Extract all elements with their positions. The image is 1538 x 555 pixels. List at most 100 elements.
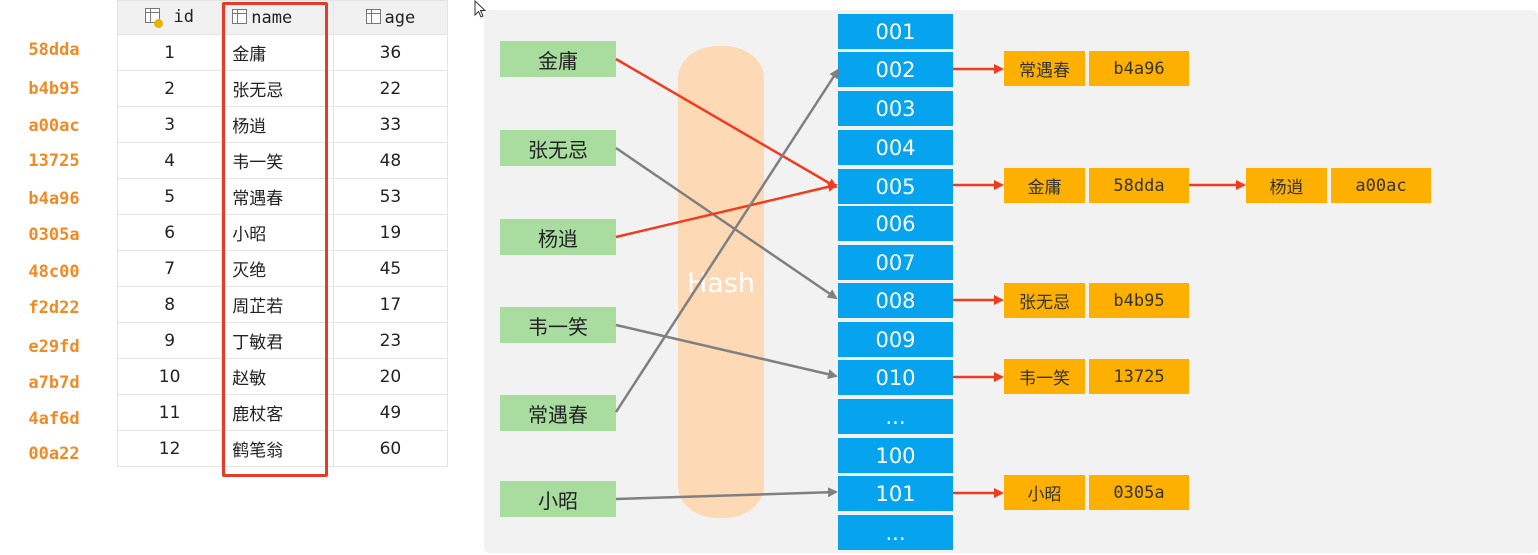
cell-name: 金庸: [221, 34, 334, 71]
name-column-highlight: [222, 2, 328, 477]
entry-hash: 0305a: [1089, 475, 1189, 510]
cell-id: 12: [116, 430, 223, 467]
cell-id: 6: [116, 214, 223, 251]
entry-name: 常遇春: [1004, 51, 1085, 86]
bucket-slot: 005: [838, 169, 953, 204]
cursor-icon: [474, 0, 487, 18]
entry-hash: 58dda: [1089, 168, 1189, 203]
cell-name: 韦一笑: [221, 142, 334, 179]
cell-age: 23: [332, 322, 449, 359]
row-hash-label: 0305a: [28, 225, 80, 245]
cell-name: 丁敏君: [221, 322, 334, 359]
cell-name: 灭绝: [221, 250, 334, 287]
entry-hash: a00ac: [1331, 168, 1431, 203]
bucket-slot: 009: [838, 322, 953, 357]
row-hash-label: 00a22: [28, 444, 80, 464]
cell-age: 36: [332, 34, 449, 71]
cell-name: 周芷若: [221, 286, 334, 323]
key-box: 杨逍: [500, 219, 616, 255]
map-arrow: [615, 323, 838, 380]
bucket-slot: 010: [838, 360, 953, 395]
hash-diagram-panel: [484, 10, 1538, 553]
cell-id: 1: [116, 34, 223, 71]
key-box: 常遇春: [500, 395, 616, 431]
map-arrow: [615, 146, 838, 300]
bucket-slot: ...: [838, 399, 953, 434]
key-box: 小昭: [500, 481, 616, 517]
cell-id: 10: [116, 358, 223, 395]
cell-age: 22: [332, 70, 449, 107]
cell-name: 小昭: [221, 214, 334, 251]
cell-id: 2: [116, 70, 223, 107]
entry-hash: b4b95: [1089, 283, 1189, 318]
column-header-age[interactable]: age: [332, 0, 449, 35]
bucket-slot: ...: [838, 515, 953, 550]
row-hash-label: 48c00: [28, 262, 80, 282]
entry-name: 金庸: [1004, 168, 1085, 203]
bucket-slot: 004: [838, 130, 953, 165]
cell-age: 20: [332, 358, 449, 395]
key-box: 金庸: [500, 41, 616, 77]
cell-age: 60: [332, 430, 449, 467]
bucket-slot: 006: [838, 206, 953, 241]
cell-name: 赵敏: [221, 358, 334, 395]
row-hash-label: a7b7d: [28, 373, 80, 393]
row-hash-label: 58dda: [28, 40, 80, 60]
key-box: 张无忌: [500, 130, 616, 166]
cell-age: 33: [332, 106, 449, 143]
primary-key-icon: [154, 19, 164, 28]
bucket-slot: 001: [838, 14, 953, 49]
header-label: name: [251, 7, 293, 28]
header-label: age: [384, 7, 416, 28]
bucket-slot: 002: [838, 52, 953, 87]
entry-name: 小昭: [1004, 475, 1085, 510]
row-hash-label: b4a96: [28, 189, 80, 209]
cell-age: 48: [332, 142, 449, 179]
row-hash-label: a00ac: [28, 116, 80, 136]
bucket-slot: 007: [838, 245, 953, 280]
map-arrow: [615, 487, 838, 501]
entry-name: 韦一笑: [1004, 359, 1085, 394]
column-header-id[interactable]: id: [116, 0, 223, 35]
bucket-slot: 008: [838, 283, 953, 318]
column-icon: [232, 8, 248, 24]
hash-function-band: [678, 46, 764, 518]
entry-name: 杨逍: [1246, 168, 1327, 203]
map-arrow: [615, 181, 838, 239]
cell-age: 53: [332, 178, 449, 215]
bucket-slot: 100: [838, 438, 953, 473]
cell-name: 杨逍: [221, 106, 334, 143]
key-box: 韦一笑: [500, 307, 616, 343]
map-arrow: [615, 57, 838, 189]
row-hash-label: f2d22: [28, 298, 80, 318]
row-hash-label: b4b95: [28, 79, 80, 99]
bucket-slot: 101: [838, 476, 953, 511]
entry-hash: 13725: [1089, 359, 1189, 394]
cell-id: 8: [116, 286, 223, 323]
cell-id: 5: [116, 178, 223, 215]
header-label: id: [173, 7, 194, 27]
row-hash-label: 4af6d: [28, 409, 80, 429]
column-icon: [145, 8, 161, 23]
cell-name: 鹿杖客: [221, 394, 334, 431]
entry-hash: b4a96: [1089, 51, 1189, 86]
row-hash-label: 13725: [28, 151, 80, 171]
row-hash-label: e29fd: [28, 337, 80, 357]
cell-id: 11: [116, 394, 223, 431]
bucket-slot: 003: [838, 91, 953, 126]
column-icon: [365, 8, 381, 24]
map-arrow: [614, 68, 840, 413]
entry-name: 张无忌: [1004, 283, 1085, 318]
